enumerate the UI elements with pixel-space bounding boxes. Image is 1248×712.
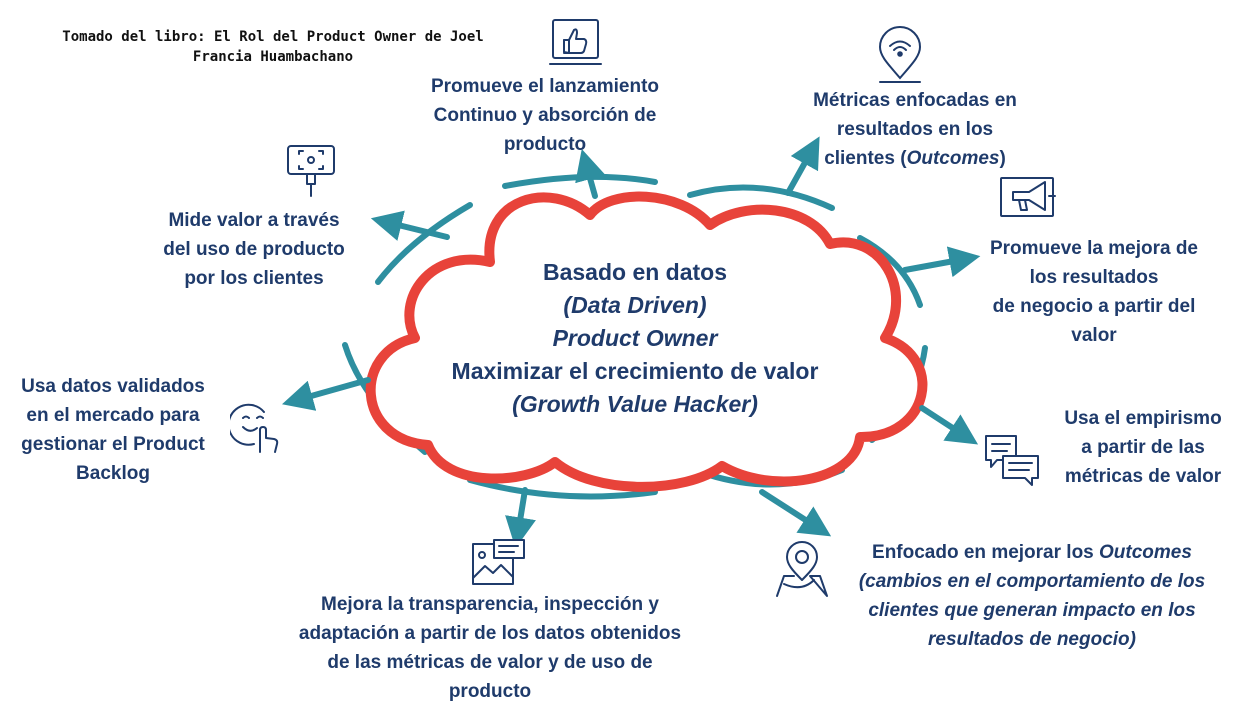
item-text-line: (cambios en el comportamiento de los — [858, 571, 1206, 592]
item-text-line: Enfocado en mejorar los Outcomes — [830, 538, 1234, 567]
arrow-top-right — [785, 136, 820, 196]
source-credit: Tomado del libro: El Rol del Product Own… — [18, 27, 528, 67]
thumbs-up-laptop-icon — [549, 19, 602, 65]
megaphone-icon — [1000, 177, 1056, 217]
item-text-line: a partir de las — [1081, 437, 1205, 458]
cloud-center-text: Basado en datos (Data Driven) Product Ow… — [405, 256, 865, 421]
item-text-italic: Outcomes — [906, 148, 1000, 169]
teal-arc-left-upper — [375, 202, 473, 285]
item-text-line: producto — [448, 681, 532, 702]
center-product-owner: Product Owner — [552, 325, 718, 351]
center-data-driven: (Data Driven) — [563, 292, 707, 318]
item-mide-valor: Mide valor a través del uso de producto … — [140, 206, 368, 293]
item-text-line: por los clientes — [184, 268, 324, 289]
item-text-line: métricas de valor — [1064, 466, 1222, 487]
item-datos-validados: Usa datos validados en el mercado para g… — [4, 372, 222, 488]
item-text-line: valor — [1071, 325, 1117, 346]
item-text-fragment: ) — [999, 148, 1006, 169]
arrow-right-upper — [902, 246, 981, 278]
item-text-line: de las métricas de valor y de uso de — [327, 652, 653, 673]
item-text-line: Promueve la mejora de — [989, 238, 1199, 259]
arrow-left-upper — [370, 210, 450, 241]
teal-arc-top-right — [687, 184, 835, 211]
location-wifi-pin-icon — [878, 26, 922, 83]
item-text-line: los resultados — [1029, 267, 1159, 288]
item-text-line: Mejora la transparencia, inspección y — [321, 594, 659, 615]
item-text-line: del uso de producto — [163, 239, 345, 260]
item-text-fragment: Enfocado en mejorar los — [872, 542, 1100, 563]
item-text-line: clientes (Outcomes) — [790, 144, 1040, 173]
item-text-fragment: clientes ( — [824, 148, 907, 169]
item-mejora-resultados: Promueve la mejora de los resultados de … — [960, 234, 1228, 350]
item-text-line: Backlog — [76, 463, 150, 484]
item-metricas-outcomes: Métricas enfocadas en resultados en los … — [790, 86, 1040, 173]
item-text-line: clientes que generan impacto en los — [868, 600, 1196, 621]
item-text-line: de negocio a partir del — [992, 296, 1196, 317]
credit-line-1: Tomado del libro: El Rol del Product Own… — [62, 29, 484, 45]
teal-arc-top-left — [502, 173, 658, 189]
item-text-line: resultados en los — [836, 119, 994, 140]
image-card-icon — [472, 539, 525, 585]
item-text-line: Mide valor a través — [168, 210, 340, 231]
cloud-shape — [365, 191, 928, 492]
smiley-hand-icon — [230, 403, 279, 453]
item-text-line: Continuo y absorción de — [433, 105, 657, 126]
arrow-right-lower — [919, 405, 979, 445]
item-empirismo: Usa el empirismo a partir de las métrica… — [1040, 404, 1246, 491]
item-text-line: Promueve el lanzamiento — [430, 76, 660, 97]
item-text-line: Usa el empirismo — [1064, 408, 1222, 429]
center-growth-hacker: (Growth Value Hacker) — [512, 391, 758, 417]
item-lanzamiento-continuo: Promueve el lanzamiento Continuo y absor… — [400, 72, 690, 159]
credit-line-2: Francia Huambachano — [192, 49, 354, 65]
center-maximize: Maximizar el crecimiento de valor — [451, 358, 819, 384]
arrow-bottom-right — [759, 489, 832, 537]
item-text-line: en el mercado para — [26, 405, 200, 426]
chat-bubbles-icon — [985, 435, 1039, 486]
item-text-line: resultados de negocio) — [928, 629, 1136, 650]
item-text-italic: Outcomes — [1099, 542, 1192, 563]
item-text-line: gestionar el Product — [21, 434, 205, 455]
item-text-line: producto — [503, 134, 587, 155]
center-title: Basado en datos — [542, 259, 728, 285]
arrow-top — [575, 148, 606, 199]
item-enfocado-outcomes: Enfocado en mejorar los Outcomes (cambio… — [830, 538, 1234, 654]
item-text-line: Métricas enfocadas en — [813, 90, 1017, 111]
arrow-bottom — [505, 487, 536, 549]
item-transparencia: Mejora la transparencia, inspección y ad… — [256, 590, 724, 706]
arrow-left-lower — [281, 377, 371, 411]
selfie-stick-icon — [287, 145, 335, 197]
teal-arc-bottom-left — [467, 477, 658, 500]
teal-arrows — [281, 136, 981, 549]
teal-arc-right-upper — [857, 235, 923, 308]
item-text-line: adaptación a partir de los datos obtenid… — [298, 623, 682, 644]
route-pin-icon — [776, 541, 828, 597]
item-text-line: Usa datos validados — [21, 376, 205, 397]
